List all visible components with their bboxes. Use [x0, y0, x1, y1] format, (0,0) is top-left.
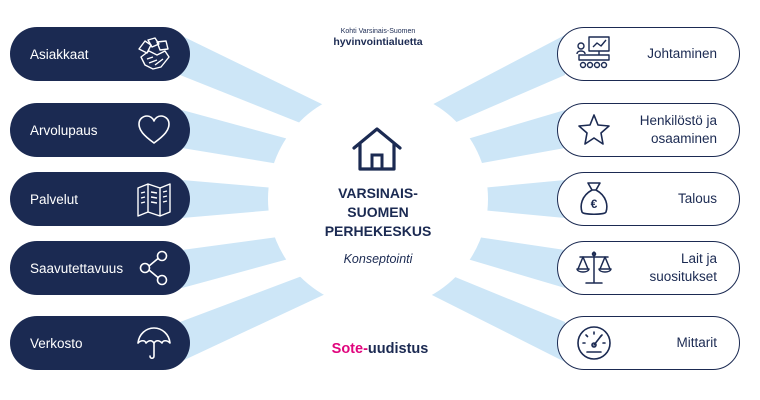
- share-icon: [132, 246, 176, 290]
- money-bag-icon: €: [572, 177, 616, 221]
- sote-uudistus-logo-part2: uudistus: [367, 341, 429, 357]
- pill-asiakkaat[interactable]: Asiakkaat: [10, 27, 190, 81]
- map-icon: [132, 177, 176, 221]
- pill-lait[interactable]: Lait ja suositukset: [557, 241, 740, 295]
- pill-saavutettavuus[interactable]: Saavutettavuus: [10, 241, 190, 295]
- center-title: VARSINAIS- SUOMEN PERHEKESKUS: [324, 185, 432, 239]
- ray-talous: [481, 180, 565, 218]
- ray-lait: [464, 236, 565, 288]
- region-logo-small: Kohti Varsinais-Suomen: [340, 28, 416, 35]
- pill-label: Asiakkaat: [30, 46, 89, 62]
- ray-mittarit: [422, 270, 565, 362]
- center-subtitle: Konseptointi: [343, 252, 413, 266]
- ray-asiakkaat: [180, 35, 334, 130]
- region-logo-big: hyvinvointialuetta: [333, 36, 423, 48]
- sote-uudistus-logo-part1: Sote-: [331, 341, 368, 357]
- pill-label: Johtaminen: [647, 46, 717, 62]
- scales-icon: [572, 246, 616, 290]
- pill-label: Henkilöstö ja osaaminen: [639, 113, 717, 146]
- pill-label: Talous: [677, 191, 717, 207]
- region-logo: Kohti Varsinais-Suomen hyvinvointialuett…: [318, 27, 438, 49]
- hands-icon: [132, 32, 176, 76]
- sote-uudistus-logo: Sote-uudistus: [310, 341, 450, 357]
- pill-label: Verkosto: [30, 335, 83, 351]
- svg-text:€: €: [591, 197, 598, 211]
- pill-palvelut[interactable]: Palvelut: [10, 172, 190, 226]
- ray-arvolupaus: [182, 110, 292, 165]
- umbrella-icon: [132, 321, 176, 365]
- pill-label: Saavutettavuus: [30, 260, 124, 276]
- pill-label: Palvelut: [30, 191, 79, 207]
- pill-label: Mittarit: [676, 335, 718, 351]
- ray-saavutettavuus: [182, 236, 292, 288]
- pill-henkilosto[interactable]: Henkilöstö ja osaaminen: [557, 103, 740, 157]
- pill-mittarit[interactable]: Mittarit: [557, 316, 740, 370]
- ray-henkilosto: [464, 110, 565, 165]
- ray-palvelut: [182, 180, 275, 218]
- pill-arvolupaus[interactable]: Arvolupaus: [10, 103, 190, 157]
- pill-verkosto[interactable]: Verkosto: [10, 316, 190, 370]
- heart-icon: [132, 108, 176, 152]
- pill-johtaminen[interactable]: Johtaminen: [557, 27, 740, 81]
- gauge-icon: [572, 321, 616, 365]
- house-icon: [352, 127, 402, 171]
- pill-label: Arvolupaus: [30, 122, 98, 138]
- ray-johtaminen: [422, 35, 565, 130]
- pill-label: Lait ja suositukset: [649, 251, 717, 284]
- center-circle: [268, 89, 488, 309]
- pill-talous[interactable]: € Talous: [557, 172, 740, 226]
- meeting-icon: [572, 32, 616, 76]
- star-icon: [572, 108, 616, 152]
- ray-verkosto: [180, 270, 334, 362]
